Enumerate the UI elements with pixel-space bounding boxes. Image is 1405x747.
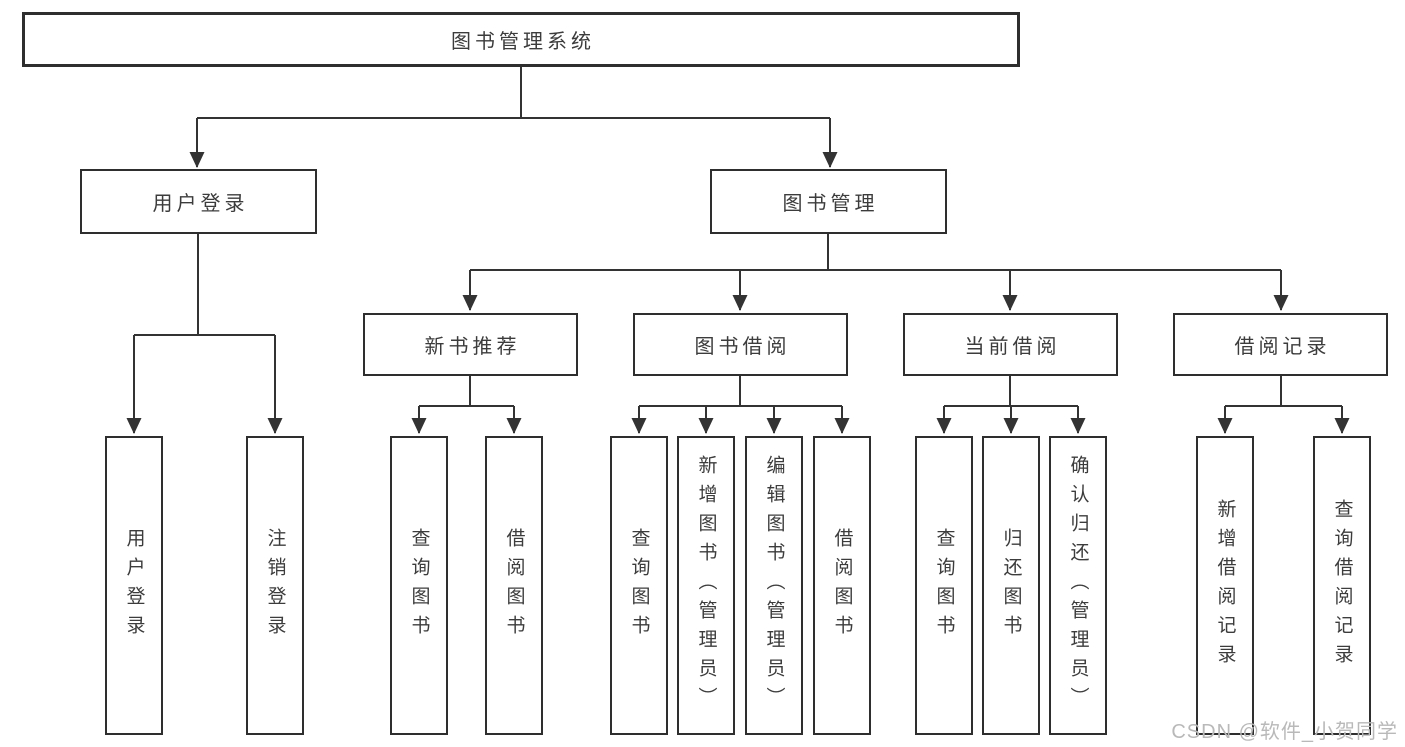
connector-root-to-level2 — [189, 67, 838, 168]
leaf-query-borrow-record: 查询借阅记录 — [1313, 436, 1371, 735]
connector-new-book-recommend-to-leaves — [411, 376, 522, 434]
leaf-add-books-admin: 新增图书（管理员） — [677, 436, 735, 735]
leaf-confirm-return-admin: 确认归还（管理员） — [1049, 436, 1107, 735]
leaf-borrow-query-books: 查询图书 — [610, 436, 668, 735]
connector-current-borrow-to-leaves — [936, 376, 1086, 434]
node-book-borrow: 图书借阅 — [633, 313, 848, 376]
leaf-add-borrow-record: 新增借阅记录 — [1196, 436, 1254, 735]
connector-book-borrow-to-leaves — [631, 376, 850, 434]
node-user-login: 用户登录 — [80, 169, 317, 234]
connector-user-login-to-leaves — [126, 234, 283, 434]
leaf-logout: 注销登录 — [246, 436, 304, 735]
leaf-return-books: 归还图书 — [982, 436, 1040, 735]
node-book-management: 图书管理 — [710, 169, 947, 234]
node-new-book-recommend: 新书推荐 — [363, 313, 578, 376]
leaf-borrow-books: 借阅图书 — [813, 436, 871, 735]
node-current-borrow: 当前借阅 — [903, 313, 1118, 376]
leaf-current-query-books: 查询图书 — [915, 436, 973, 735]
csdn-watermark: CSDN @软件_小贺同学 — [1171, 721, 1398, 743]
node-library-management-system: 图书管理系统 — [22, 12, 1020, 67]
connector-borrow-record-to-leaves — [1217, 376, 1350, 434]
connector-book-management-to-level3 — [462, 234, 1289, 311]
leaf-user-login: 用户登录 — [105, 436, 163, 735]
node-borrow-record: 借阅记录 — [1173, 313, 1388, 376]
leaf-recommend-query-books: 查询图书 — [390, 436, 448, 735]
leaf-recommend-borrow-books: 借阅图书 — [485, 436, 543, 735]
leaf-edit-books-admin: 编辑图书（管理员） — [745, 436, 803, 735]
